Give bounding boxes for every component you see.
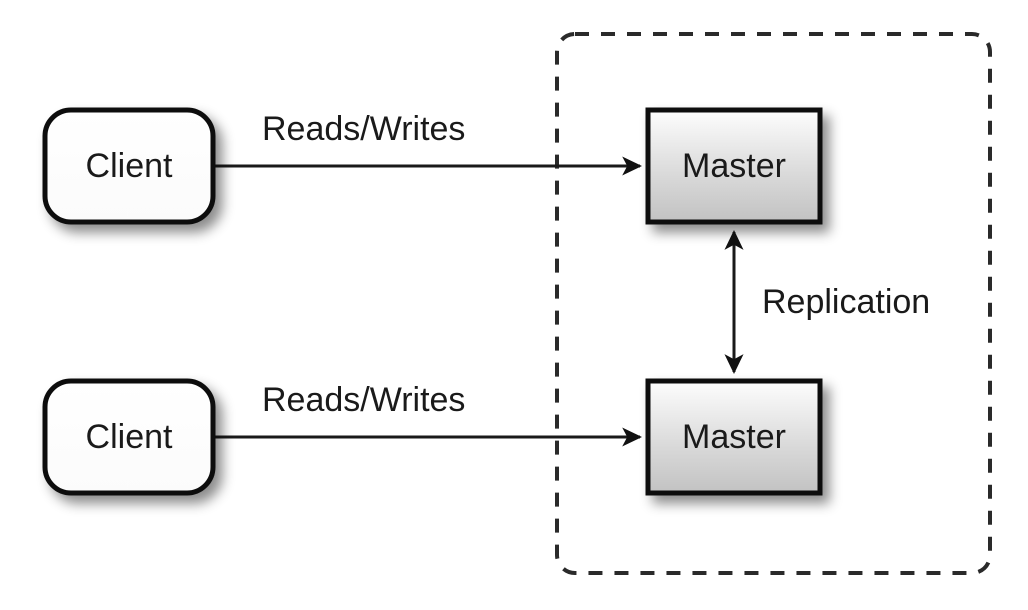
master-bottom-label: Master xyxy=(682,418,786,456)
client-bottom-shape xyxy=(42,378,216,496)
master-bottom-shape xyxy=(645,378,823,496)
node-client-top[interactable]: Client xyxy=(42,107,216,225)
client-top-shape xyxy=(42,107,216,225)
node-master-top[interactable]: Master xyxy=(645,107,823,225)
client-top-label: Client xyxy=(86,147,173,185)
replication-cluster-boundary xyxy=(555,32,992,575)
edge-label-reads-writes-bottom: Reads/Writes xyxy=(262,381,465,419)
edge-label-reads-writes-top: Reads/Writes xyxy=(262,110,465,148)
node-client-bottom[interactable]: Client xyxy=(42,378,216,496)
master-top-shape xyxy=(645,107,823,225)
client-bottom-label: Client xyxy=(86,418,173,456)
node-master-bottom[interactable]: Master xyxy=(645,378,823,496)
master-top-label: Master xyxy=(682,147,786,185)
edge-label-replication: Replication xyxy=(762,283,930,321)
